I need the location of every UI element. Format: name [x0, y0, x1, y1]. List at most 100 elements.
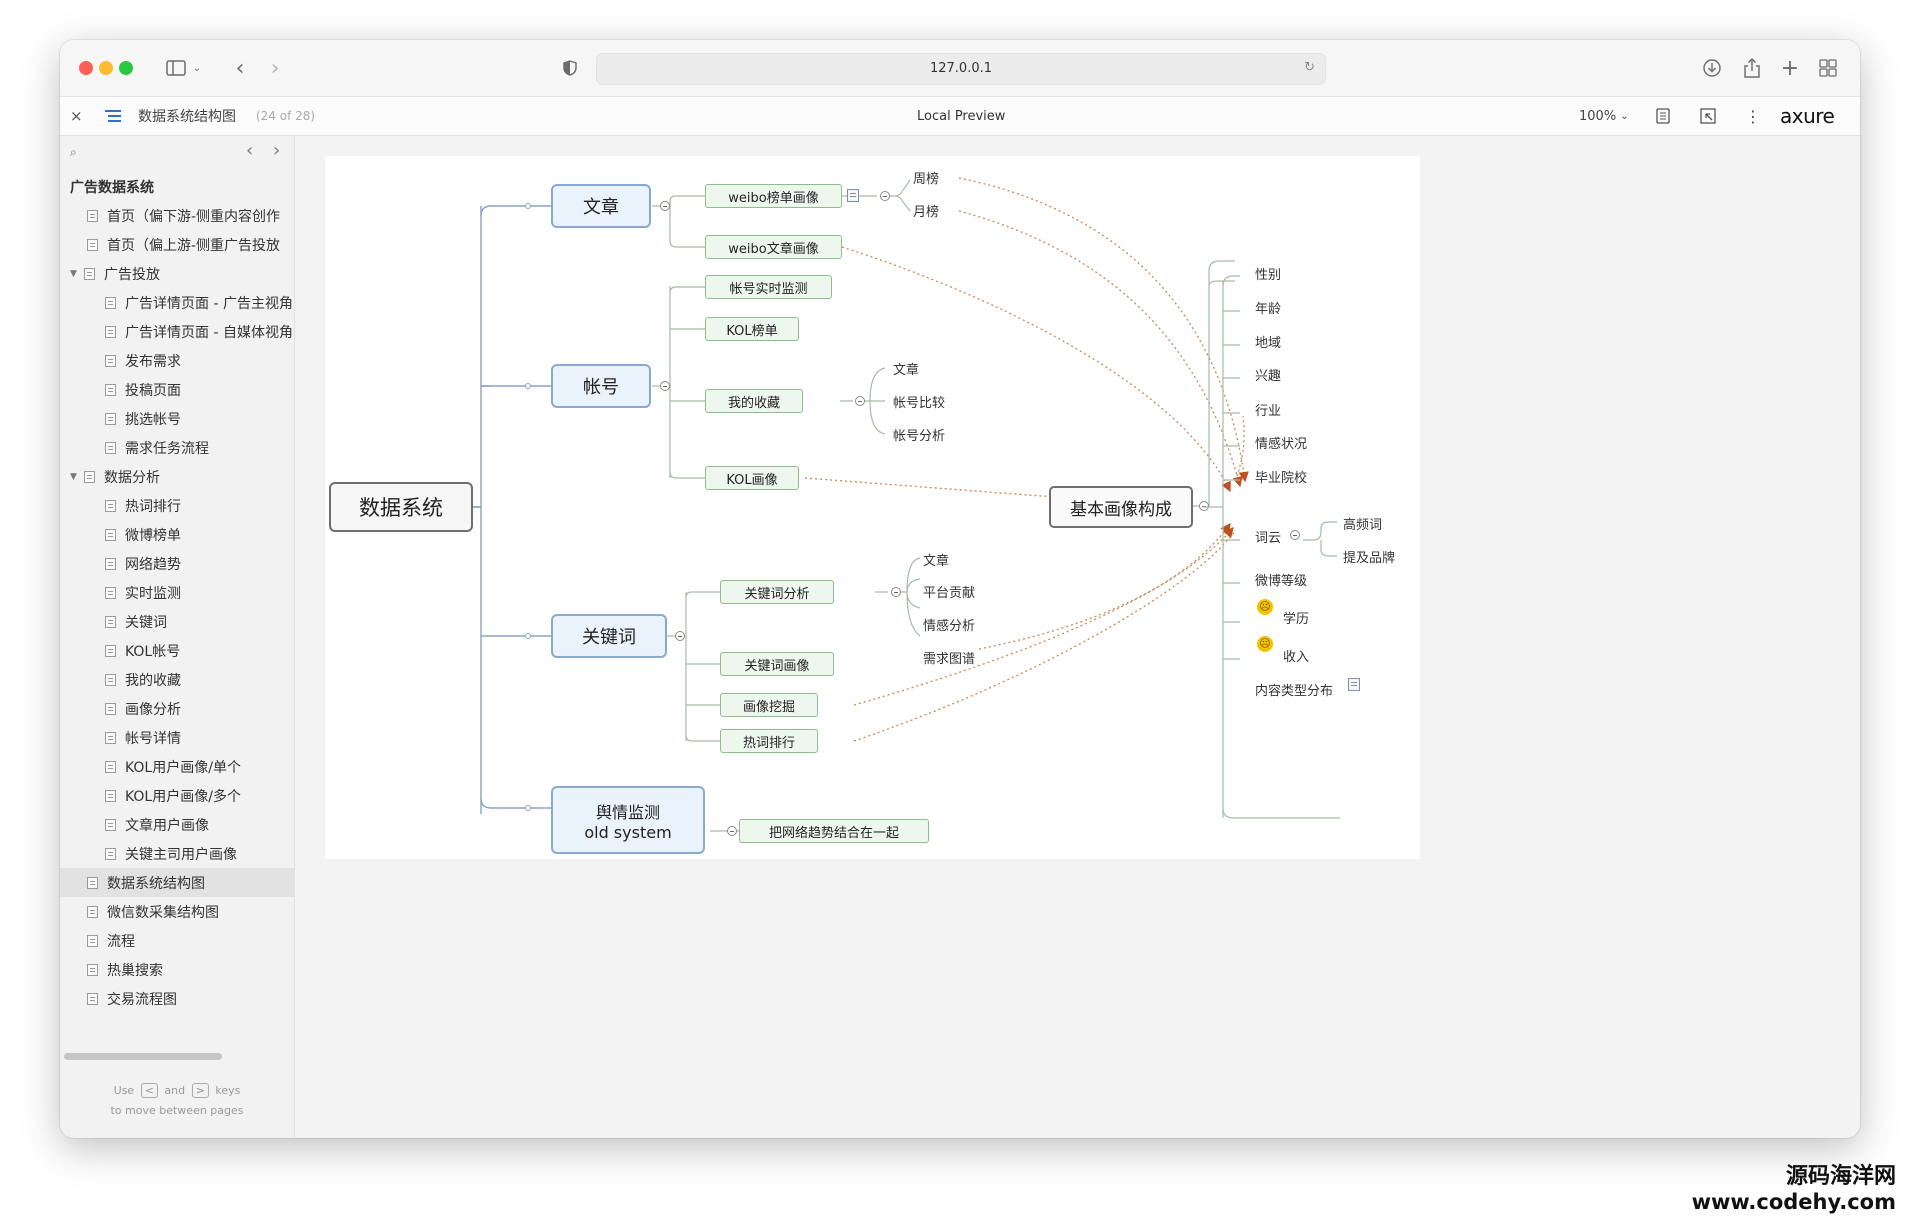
sidebar-item[interactable]: 热巢搜索: [60, 955, 294, 984]
page-icon: [84, 267, 95, 280]
core-profile-node[interactable]: 基本画像构成: [1049, 486, 1193, 528]
sub-node-label: 我的收藏: [727, 395, 780, 411]
collapse-toggle-icon[interactable]: [660, 201, 670, 211]
note-icon[interactable]: [1348, 678, 1360, 691]
root-node[interactable]: 数据系统: [329, 482, 473, 532]
sub-node[interactable]: 热词排行: [720, 729, 818, 753]
reload-icon[interactable]: ↻: [1304, 60, 1315, 75]
sidebar-item[interactable]: 我的收藏: [60, 665, 294, 694]
sub-node[interactable]: 帐号实时监测: [705, 275, 832, 299]
connector-dot: [525, 203, 531, 209]
notes-icon[interactable]: [1656, 97, 1670, 135]
forward-arrow-icon[interactable]: ›: [270, 55, 280, 81]
sub-node[interactable]: KOL榜单: [705, 317, 799, 341]
chevron-down-icon[interactable]: ⌄: [192, 62, 202, 74]
branch-article[interactable]: 文章: [551, 184, 651, 228]
collapse-toggle-icon[interactable]: [727, 826, 737, 836]
sidebar-item[interactable]: 需求任务流程: [60, 433, 294, 462]
sub-node[interactable]: weibo榜单画像: [705, 184, 842, 208]
new-tab-icon[interactable]: +: [1780, 55, 1800, 81]
privacy-shield-icon[interactable]: [560, 56, 580, 80]
sidebar-item[interactable]: KOL用户画像/单个: [60, 752, 294, 781]
mindmap-connectors: [473, 177, 1249, 832]
horizontal-scrollbar[interactable]: [64, 1053, 222, 1060]
collapse-toggle-icon[interactable]: [660, 381, 670, 391]
sidebar-item[interactable]: 广告详情页面 - 广告主视角: [60, 288, 294, 317]
sidebar-item[interactable]: 热词排行: [60, 491, 294, 520]
watermark-line1: 源码海洋网: [1785, 1164, 1896, 1189]
sidebar-item[interactable]: 交易流程图: [60, 984, 294, 1013]
sidebar-item[interactable]: 网络趋势: [60, 549, 294, 578]
watermark: 源码海洋网 www.codehy.com: [1692, 1164, 1896, 1214]
collapse-toggle-icon[interactable]: [855, 396, 865, 406]
more-options-icon[interactable]: ⋮: [1745, 106, 1761, 126]
sidebar-item[interactable]: 文章用户画像: [60, 810, 294, 839]
tab-overview-icon[interactable]: [1816, 56, 1840, 80]
profile-item: 微博等级: [1255, 574, 1308, 589]
zoom-window-button[interactable]: [119, 61, 133, 75]
sidebar-item[interactable]: KOL帐号: [60, 636, 294, 665]
branch-account[interactable]: 帐号: [551, 364, 651, 408]
close-window-button[interactable]: [79, 61, 93, 75]
sidebar-item[interactable]: 流程: [60, 926, 294, 955]
search-icon[interactable]: ⌕: [70, 145, 77, 159]
sidebar-item[interactable]: 首页（偏上游-侧重广告投放: [60, 230, 294, 259]
inspect-icon[interactable]: [1700, 97, 1716, 135]
sidebar-item[interactable]: 微信数采集结构图: [60, 897, 294, 926]
collapse-toggle-icon[interactable]: [880, 191, 890, 201]
sidebar-item[interactable]: 发布需求: [60, 346, 294, 375]
note-icon[interactable]: [847, 189, 859, 202]
branch-keyword[interactable]: 关键词: [551, 614, 667, 658]
sidebar-item[interactable]: 画像分析: [60, 694, 294, 723]
sub-node[interactable]: 把网络趋势结合在一起: [739, 819, 929, 843]
profile-item: 内容类型分布: [1255, 684, 1334, 699]
sidebar-item-selected[interactable]: 数据系统结构图: [60, 868, 294, 897]
sub-node[interactable]: weibo文章画像: [705, 235, 842, 259]
share-icon[interactable]: [1740, 56, 1764, 80]
sidebar-item-label: 流程: [107, 933, 135, 950]
root-node-label: 数据系统: [359, 496, 443, 520]
zoom-select[interactable]: 100%⌄: [1579, 97, 1629, 135]
page-icon: [105, 644, 116, 657]
collapse-toggle-icon[interactable]: [891, 587, 901, 597]
downloads-icon[interactable]: [1700, 56, 1724, 80]
leaf-label: 帐号比较: [893, 396, 946, 411]
sidebar-folder[interactable]: ▼广告投放: [60, 259, 294, 288]
expand-triangle-icon[interactable]: ▼: [70, 268, 77, 279]
sidebar-item[interactable]: 投稿页面: [60, 375, 294, 404]
previous-page-icon[interactable]: ‹: [246, 140, 254, 161]
sidebar-toggle-icon[interactable]: [164, 56, 188, 80]
sidebar-item[interactable]: 帐号详情: [60, 723, 294, 752]
address-bar[interactable]: 127.0.0.1 ↻: [596, 53, 1326, 85]
sub-node[interactable]: KOL画像: [705, 466, 799, 490]
sidebar-item[interactable]: KOL用户画像/多个: [60, 781, 294, 810]
leaf-label: 月榜: [913, 205, 940, 220]
sub-node[interactable]: 关键词分析: [720, 580, 834, 604]
sub-node[interactable]: 我的收藏: [705, 389, 803, 413]
sidebar-item[interactable]: 关键主司用户画像: [60, 839, 294, 868]
back-arrow-icon[interactable]: ‹: [235, 55, 245, 81]
page-list-icon[interactable]: [104, 97, 122, 135]
collapse-toggle-icon[interactable]: [1290, 530, 1300, 540]
sub-node[interactable]: 关键词画像: [720, 652, 834, 676]
wordcloud-item: 高频词: [1343, 518, 1383, 533]
sidebar-item[interactable]: 关键词: [60, 607, 294, 636]
close-sidebar-icon[interactable]: ×: [70, 107, 83, 125]
sub-node[interactable]: 画像挖掘: [720, 693, 818, 717]
branch-sublabel: old system: [584, 822, 672, 842]
collapse-toggle-icon[interactable]: [675, 631, 685, 641]
sidebar-item[interactable]: 微博榜单: [60, 520, 294, 549]
sidebar-folder[interactable]: ▼数据分析: [60, 462, 294, 491]
sub-node-label: 帐号实时监测: [729, 281, 808, 297]
profile-item: 学历: [1283, 612, 1310, 627]
next-page-icon[interactable]: ›: [273, 140, 281, 161]
minimize-window-button[interactable]: [99, 61, 113, 75]
leaf-label: 平台贡献: [923, 586, 976, 601]
sidebar-item[interactable]: 实时监测: [60, 578, 294, 607]
sidebar-item[interactable]: 广告详情页面 - 自媒体视角: [60, 317, 294, 346]
collapse-toggle-icon[interactable]: [1199, 501, 1209, 511]
expand-triangle-icon[interactable]: ▼: [70, 471, 77, 482]
sidebar-item[interactable]: 首页（偏下游-侧重内容创作: [60, 201, 294, 230]
sidebar-item[interactable]: 挑选帐号: [60, 404, 294, 433]
